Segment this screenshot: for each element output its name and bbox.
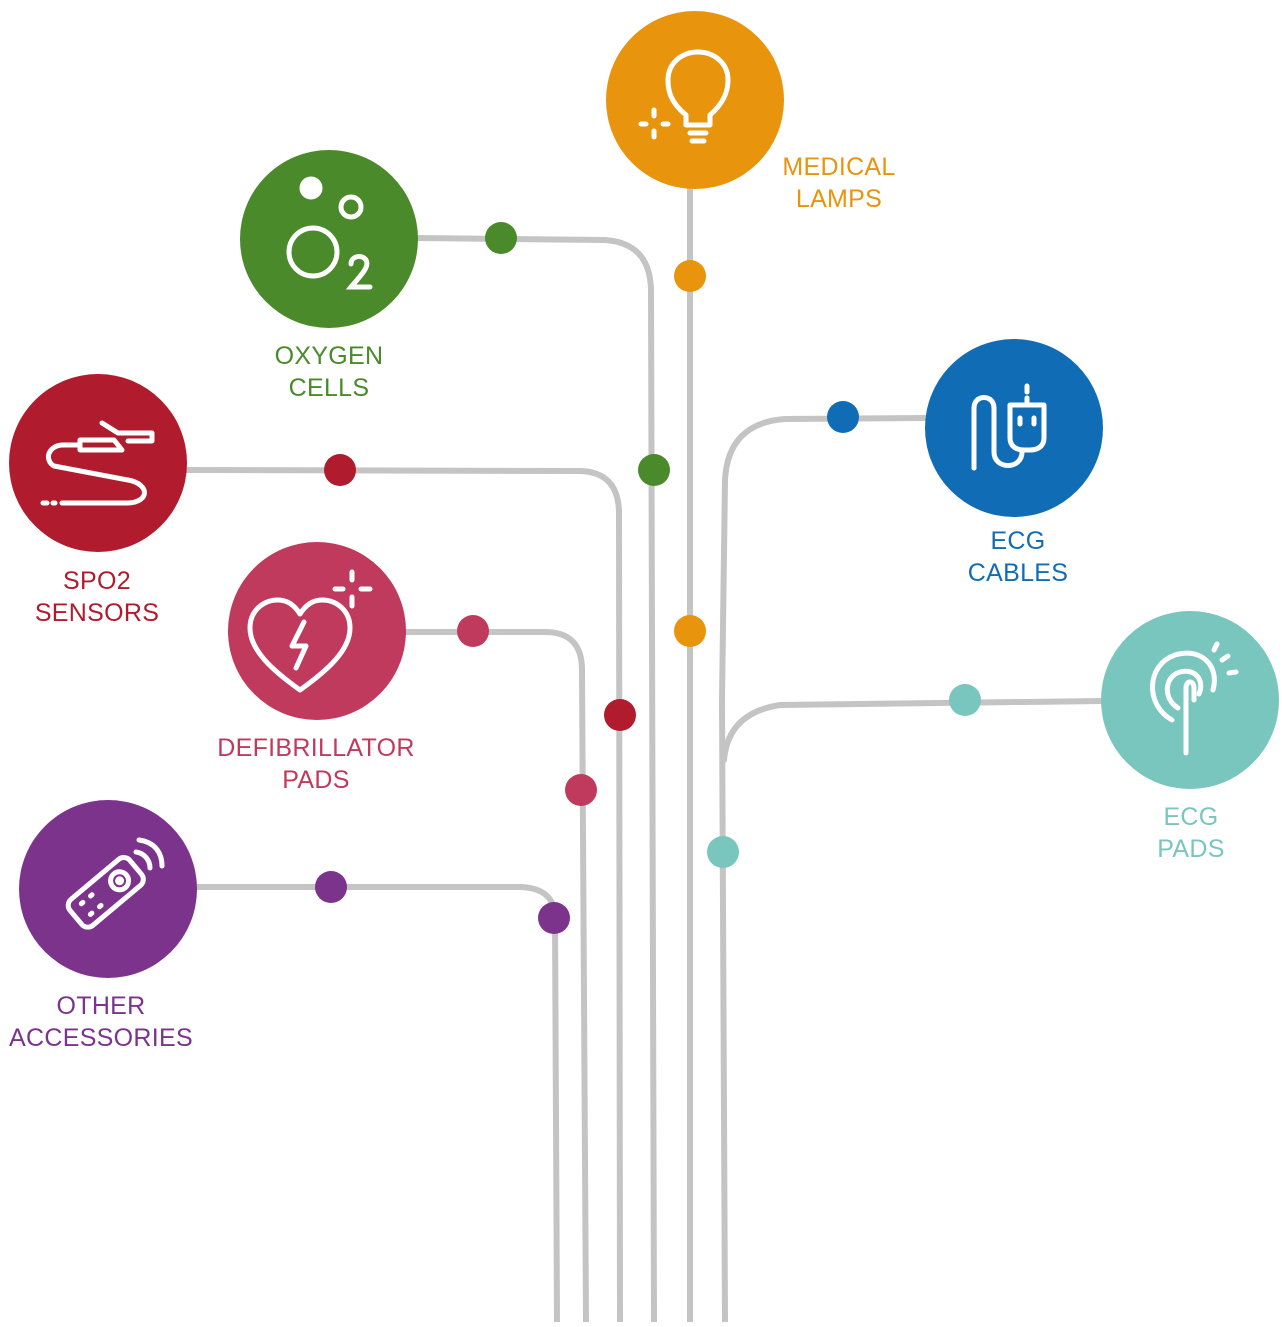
oxygen-cells-circle	[240, 150, 418, 328]
line-oxygen-cells	[412, 235, 657, 1325]
remote-control-icon	[65, 837, 165, 930]
label-oxygen-cells: OXYGEN CELLS	[254, 340, 404, 404]
node-defibrillator-pads[interactable]	[228, 542, 406, 720]
ecg-pad-electrode-icon	[1150, 641, 1239, 756]
line-spo2-sensors	[182, 467, 623, 1325]
label-defibrillator-pads: DEFIBRILLATOR PADS	[206, 732, 426, 796]
dot-medical-lamps-2	[674, 615, 706, 647]
dot-other-accessories-1	[315, 871, 347, 903]
node-ecg-cables[interactable]	[925, 339, 1103, 517]
label-medical-lamps-line-2: LAMPS	[795, 185, 883, 213]
dot-other-accessories-2	[538, 902, 570, 934]
line-other-accessories	[192, 884, 560, 1325]
light-bulb-icon	[638, 49, 731, 144]
label-ecg-cables-line-2: CABLES	[967, 559, 1069, 587]
node-oxygen-cells[interactable]	[240, 150, 418, 328]
other-accessories-circle	[19, 800, 197, 978]
label-other-accessories-line-2: ACCESSORIES	[9, 1024, 193, 1052]
line-ecg-pads	[721, 698, 1105, 763]
label-spo2-sensors-line-1: SPO2	[63, 567, 131, 595]
dot-ecg-pads-2	[707, 836, 739, 868]
dot-spo2-sensors-2	[604, 699, 636, 731]
label-medical-lamps: MEDICAL LAMPS	[764, 151, 914, 215]
label-ecg-cables-line-1: ECG	[990, 527, 1046, 555]
oxygen-o2-icon	[286, 176, 373, 290]
dot-oxygen-cells-1	[485, 222, 517, 254]
label-oxygen-cells-line-1: OXYGEN	[274, 342, 384, 370]
connector-lines	[182, 172, 1105, 1325]
label-ecg-cables: ECG CABLES	[943, 525, 1093, 589]
spo2-sensors-circle	[9, 374, 187, 552]
dot-medical-lamps-1	[674, 260, 706, 292]
label-other-accessories-line-1: OTHER	[56, 992, 146, 1020]
dot-oxygen-cells-2	[638, 454, 670, 486]
spo2-sensor-cable-icon	[40, 420, 155, 506]
label-spo2-sensors: SPO2 SENSORS	[22, 565, 172, 629]
label-ecg-pads-line-1: ECG	[1163, 803, 1219, 831]
heart-defibrillator-icon	[247, 569, 373, 693]
dot-defibrillator-pads-2	[565, 774, 597, 806]
dot-ecg-pads-1	[949, 684, 981, 716]
node-ecg-pads[interactable]	[1101, 611, 1279, 789]
medical-lamps-circle	[606, 11, 784, 189]
label-other-accessories: OTHER ACCESSORIES	[6, 990, 196, 1054]
line-defibrillator-pads	[399, 629, 589, 1325]
dot-spo2-sensors-1	[324, 454, 356, 486]
dot-defibrillator-pads-1	[457, 615, 489, 647]
ecg-cables-circle	[925, 339, 1103, 517]
node-spo2-sensors[interactable]	[9, 374, 187, 552]
line-ecg-cables	[718, 415, 928, 1325]
node-medical-lamps[interactable]	[606, 11, 784, 189]
label-spo2-sensors-line-2: SENSORS	[34, 599, 160, 627]
label-medical-lamps-line-1: MEDICAL	[782, 153, 896, 181]
node-other-accessories[interactable]	[19, 800, 197, 978]
dot-ecg-cables-1	[827, 401, 859, 433]
ecg-cable-connector-icon	[971, 383, 1047, 471]
label-oxygen-cells-line-2: CELLS	[288, 374, 370, 402]
label-defibrillator-pads-line-1: DEFIBRILLATOR	[217, 734, 415, 762]
label-ecg-pads: ECG PADS	[1116, 801, 1266, 865]
label-defibrillator-pads-line-2: PADS	[282, 766, 350, 794]
defibrillator-pads-circle	[228, 542, 406, 720]
connector-dots	[315, 222, 981, 934]
label-ecg-pads-line-2: PADS	[1157, 835, 1225, 863]
ecg-pads-circle	[1101, 611, 1279, 789]
